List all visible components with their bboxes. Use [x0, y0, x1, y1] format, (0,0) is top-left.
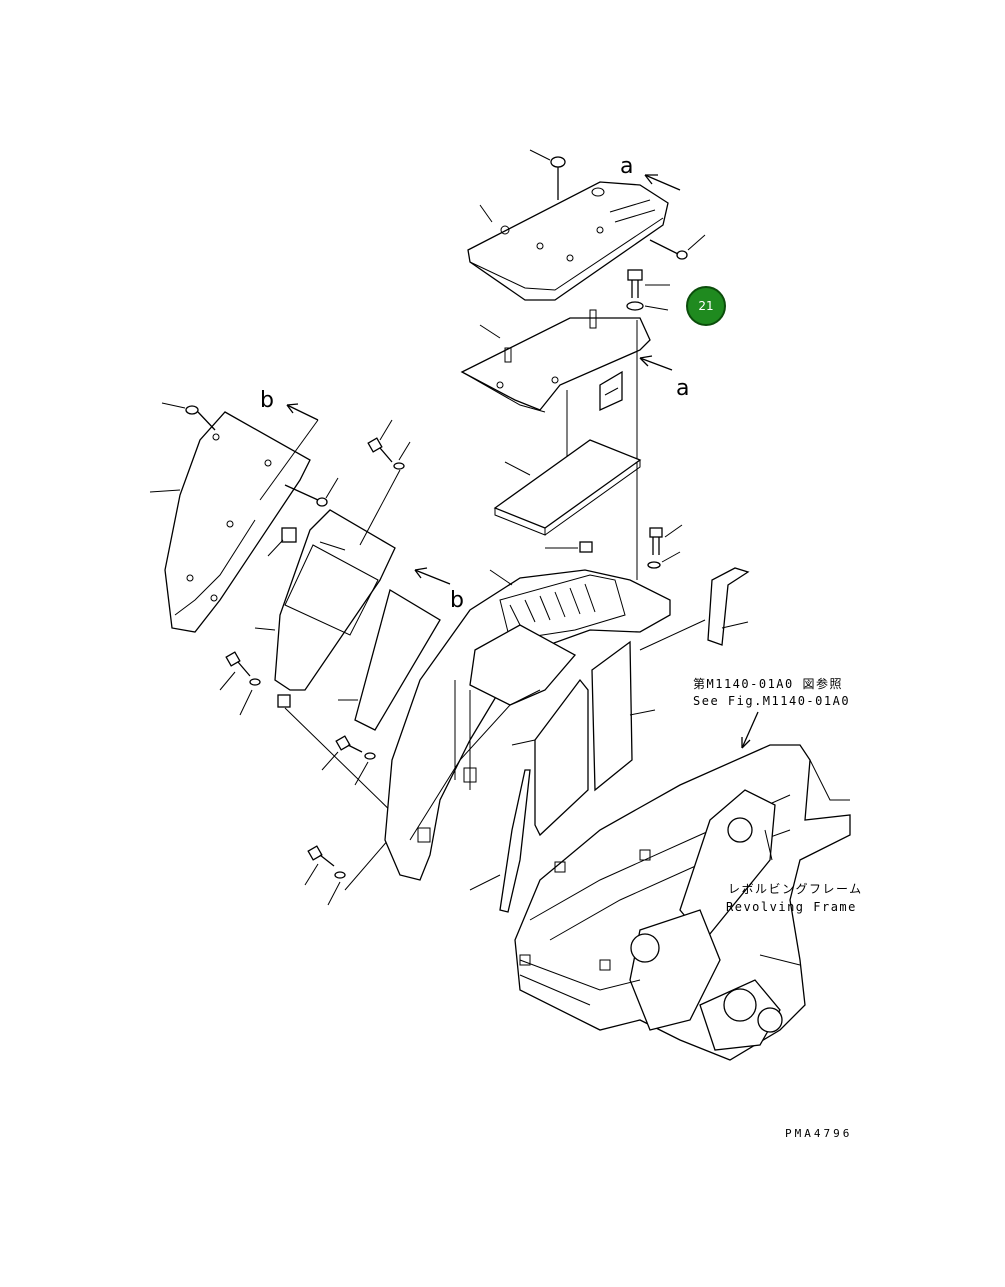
callout-a-side: a — [676, 376, 689, 401]
bolt-left-1 — [359, 419, 411, 546]
bolt-left-3 — [321, 735, 376, 786]
bolt-upper — [627, 269, 670, 298]
left-side-cover — [149, 411, 311, 633]
drawing-code: PMA4796 — [785, 1127, 852, 1140]
bracket-clip-left — [267, 527, 297, 557]
revolving-frame — [514, 744, 851, 1061]
seal-strip-right — [469, 769, 531, 913]
item-number-badge[interactable]: 21 — [686, 286, 726, 326]
bolt-left-2 — [219, 651, 261, 716]
clip-lower-left — [277, 694, 401, 821]
reference-note: 第M1140-01A0 図参照 See Fig.M1140-01A0 — [693, 676, 850, 749]
inner-frame-panel — [254, 509, 396, 691]
sponge-pad-1 — [511, 678, 589, 837]
engine-hood-housing — [384, 569, 671, 881]
clip — [545, 541, 593, 553]
revolving-frame-label: レボルビングフレーム Revolving Frame — [726, 882, 863, 914]
view-arrow-b-top: b — [259, 388, 319, 501]
view-arrow-a-top: a — [620, 154, 681, 191]
reference-note-en: See Fig.M1140-01A0 — [693, 694, 850, 708]
bolt-lower-right — [649, 524, 683, 555]
small-bracket — [599, 370, 623, 412]
seal-pad — [493, 439, 642, 536]
cover-screw-right — [649, 234, 706, 260]
callout-a-top: a — [620, 154, 633, 179]
callout-b-side: b — [450, 588, 464, 613]
reference-note-jp: 第M1140-01A0 図参照 — [693, 676, 843, 691]
middle-cover-plate — [460, 309, 651, 413]
top-cover-plate — [467, 181, 669, 301]
view-arrow-a-side: a — [639, 355, 689, 401]
callout-b-top: b — [260, 388, 274, 413]
washer-lower-right — [647, 551, 681, 569]
washer-upper — [626, 301, 669, 311]
frame-label-en: Revolving Frame — [726, 900, 857, 914]
sponge-pad-2 — [591, 640, 656, 792]
side-cover-screw-top — [161, 402, 216, 431]
badge-number: 21 — [698, 299, 713, 313]
side-cover-screw-mid — [284, 477, 339, 507]
cover-screw-top — [529, 149, 566, 200]
view-arrow-b-side: b — [414, 567, 464, 613]
frame-label-jp: レボルビングフレーム — [728, 882, 863, 896]
seal-strip-left — [338, 588, 441, 731]
hose-bracket — [639, 567, 750, 651]
